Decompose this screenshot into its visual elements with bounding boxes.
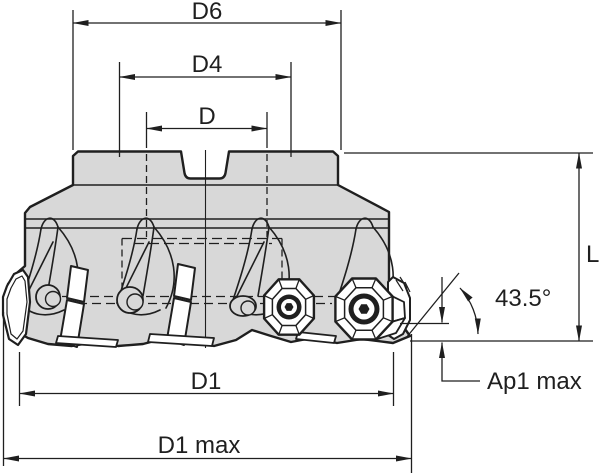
left-edge-insert — [1, 268, 32, 347]
cutter-body — [1, 150, 412, 348]
angle-reference-line — [405, 272, 460, 339]
dimension-ap1-max: Ap1 max — [400, 277, 582, 395]
octagon-insert-small — [262, 278, 316, 336]
ap1-arrow-up-leader — [439, 342, 480, 382]
dimension-d6: D6 — [72, 0, 342, 150]
bottom-inserts — [55, 331, 337, 348]
d1-max-label: D1 max — [158, 432, 241, 459]
octagon-insert-large — [334, 277, 406, 341]
dimension-d: D — [145, 103, 268, 148]
d1-label: D1 — [191, 368, 222, 395]
d4-label: D4 — [192, 51, 223, 78]
dimension-d1-max: D1 max — [2, 312, 413, 473]
l-label: L — [586, 241, 599, 268]
insert-clamps — [59, 263, 196, 348]
torx-screw-large — [348, 293, 380, 325]
angle-arc — [459, 287, 481, 335]
screw-heads-side — [35, 284, 257, 317]
angle-label: 43.5° — [495, 285, 551, 312]
ap1-max-label: Ap1 max — [487, 368, 582, 395]
dimension-d1: D1 — [18, 352, 395, 406]
dimension-d4: D4 — [118, 51, 292, 157]
dimension-l: L — [344, 152, 599, 342]
d6-label: D6 — [192, 0, 223, 25]
d-label: D — [198, 103, 215, 130]
torx-screw-small — [276, 294, 302, 320]
dimension-lead-angle: 43.5° — [405, 272, 551, 339]
